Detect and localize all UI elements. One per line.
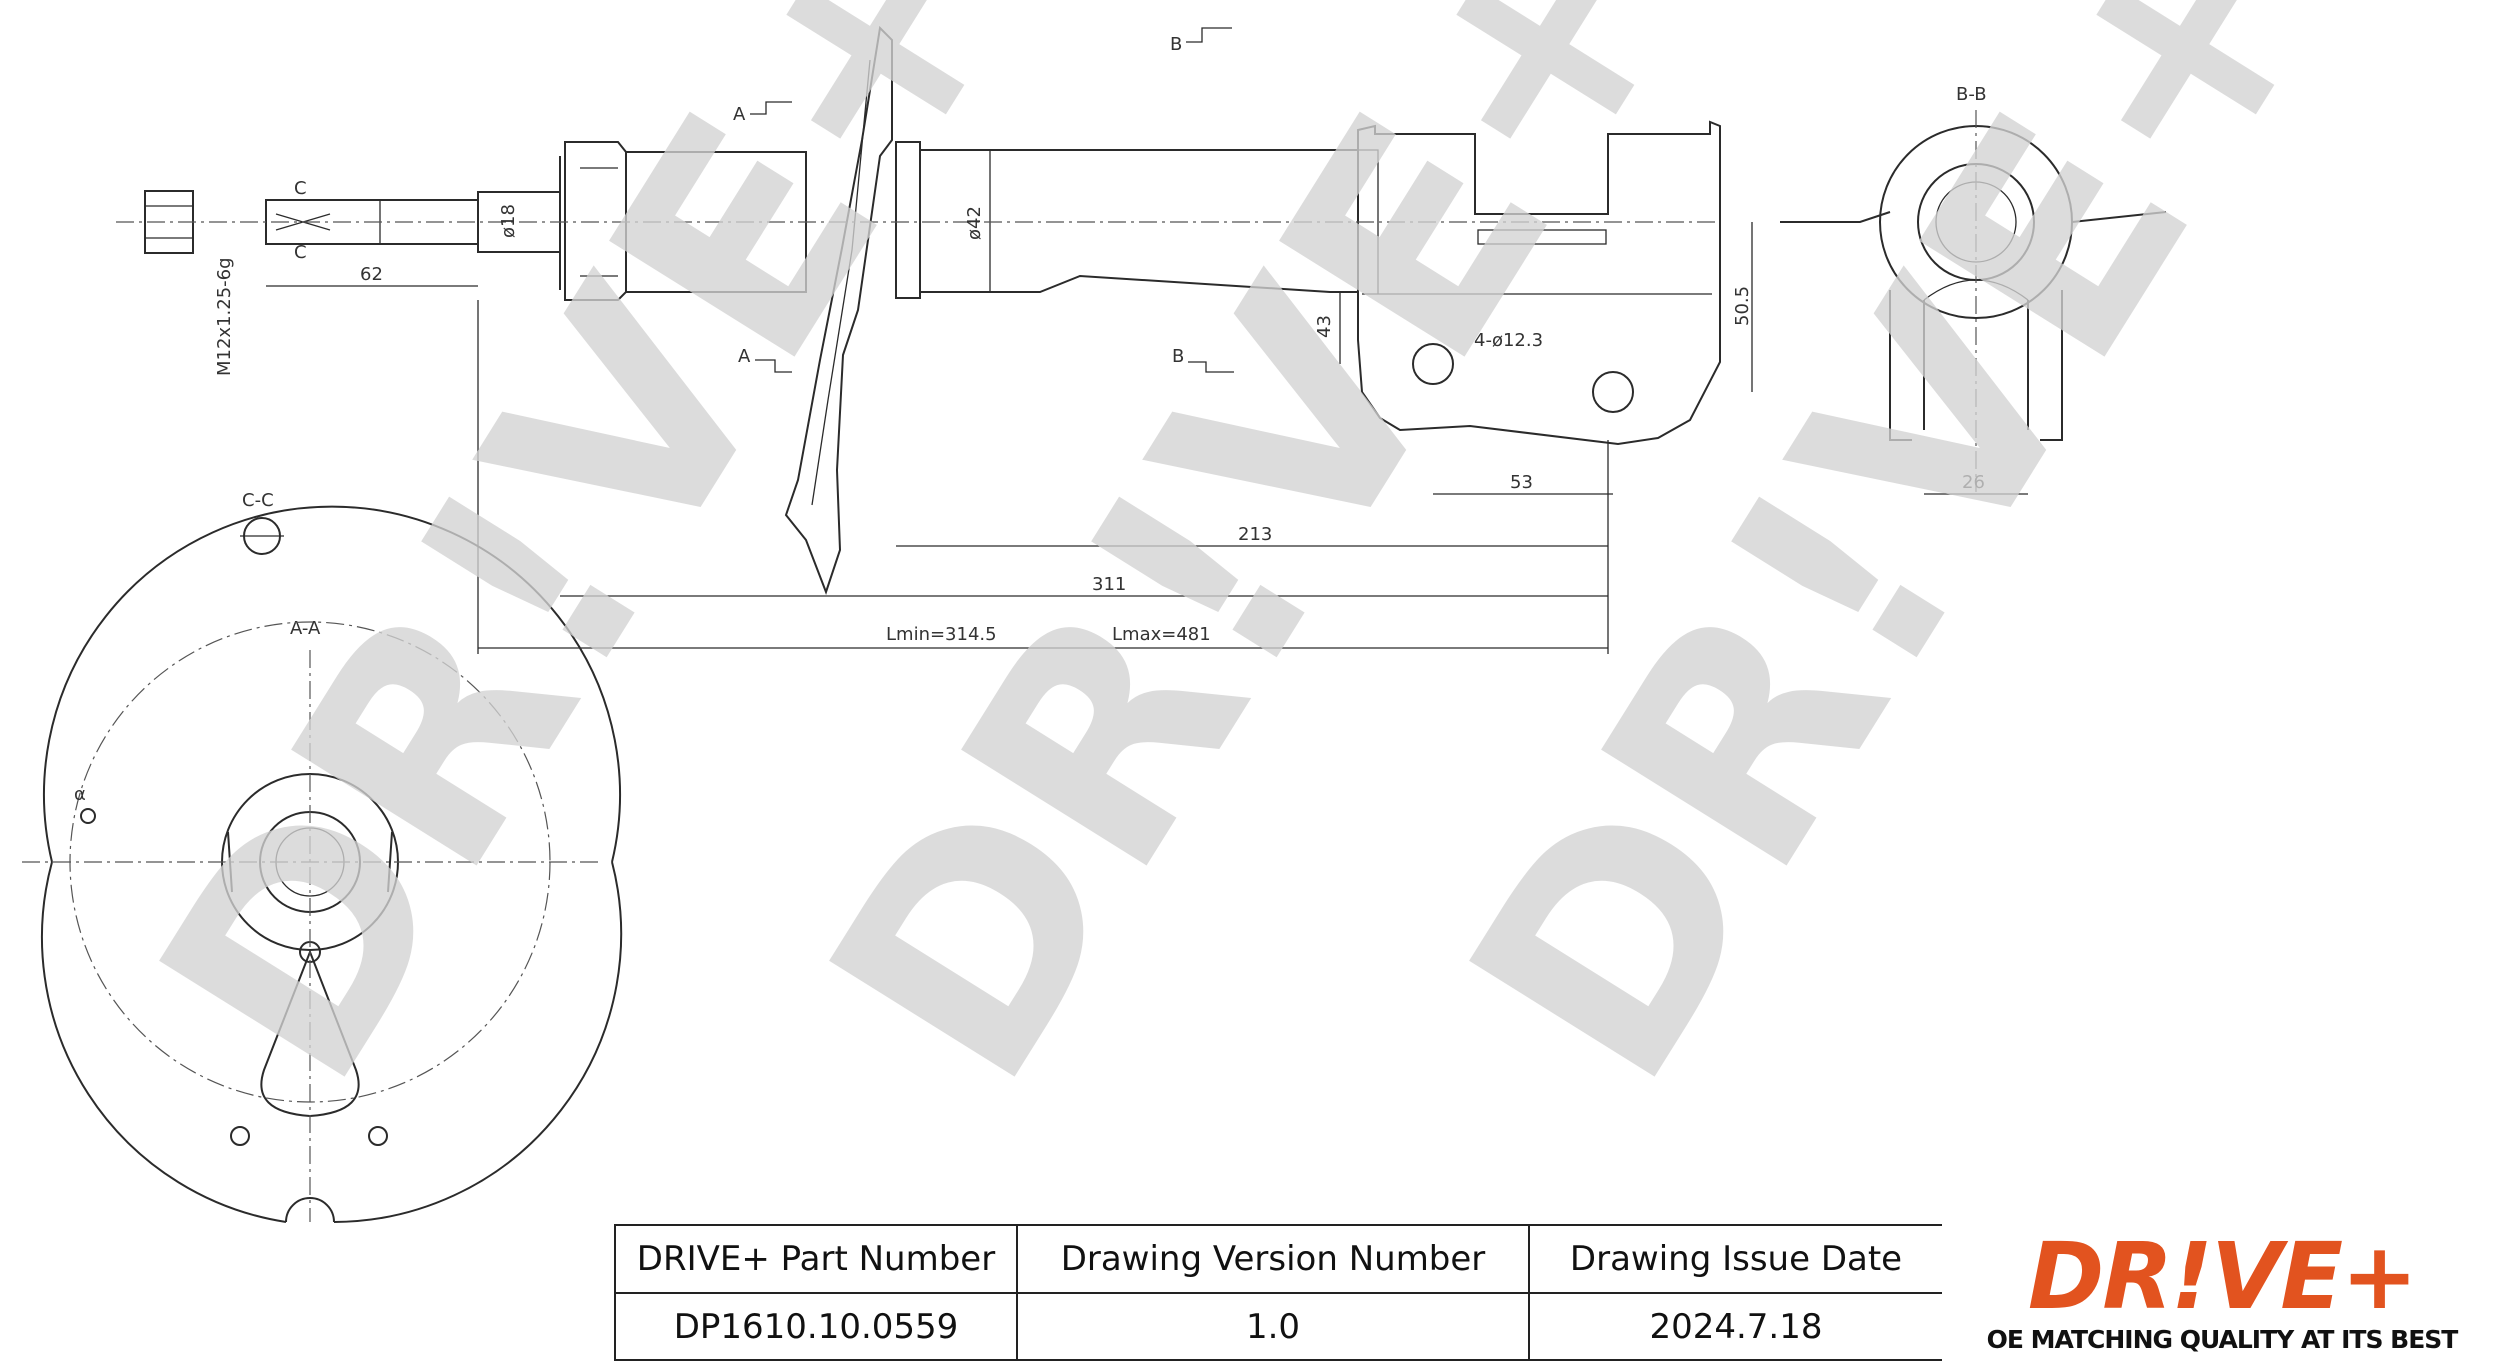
issue-date-value: 2024.7.18 xyxy=(1528,1292,1944,1361)
version-value: 1.0 xyxy=(1016,1292,1530,1361)
knuckle-bracket xyxy=(1357,120,1721,446)
body-diameter-label: ø42 xyxy=(964,206,985,240)
dim-26-label: 26 xyxy=(1962,472,1985,493)
holes-label: 4-ø12.3 xyxy=(1474,330,1543,351)
version-header: Drawing Version Number xyxy=(1016,1224,1530,1294)
section-a-bottom-label: A xyxy=(738,346,751,367)
section-cc-view: C-C xyxy=(240,490,284,555)
part-number-value: DP1610.10.0559 xyxy=(614,1292,1018,1361)
section-bb-label: B-B xyxy=(1956,84,1987,105)
section-cc-label: C-C xyxy=(242,490,274,511)
dim-43-label: 43 xyxy=(1314,315,1335,338)
section-b-top-label: B xyxy=(1170,34,1182,55)
strut-side-view xyxy=(116,25,1721,595)
thread-spec-label: M12x1.25-6g xyxy=(214,257,235,376)
section-bb-view: B-B 26 xyxy=(1780,84,2167,495)
issue-date-header: Drawing Issue Date xyxy=(1528,1224,1944,1294)
section-aa-view: A-A α xyxy=(22,505,623,1223)
watermarks: DR!VE+ DR!VE+ DR!VE+ xyxy=(94,0,2392,1138)
logo-tagline: OE MATCHING QUALITY AT ITS BEST xyxy=(1986,1325,2459,1354)
alpha-marker: α xyxy=(74,784,86,805)
title-block: DRIVE+ Part Number Drawing Version Numbe… xyxy=(614,1224,2500,1361)
dim-50-5-label: 50.5 xyxy=(1732,286,1753,326)
section-c-top-label: C xyxy=(294,178,307,199)
section-markers: A A B B C C xyxy=(294,27,1234,373)
main-view-dimensions: M12x1.25-6g ø18 ø42 62 43 4-ø12.3 50.5 5… xyxy=(214,204,1753,654)
dim-53-label: 53 xyxy=(1510,472,1533,493)
section-a-top-label: A xyxy=(733,104,746,125)
section-aa-label: A-A xyxy=(290,618,321,639)
rod-diameter-label: ø18 xyxy=(498,204,519,238)
part-number-header: DRIVE+ Part Number xyxy=(614,1224,1018,1294)
section-c-bottom-label: C xyxy=(294,242,307,263)
lmin-label: Lmin=314.5 xyxy=(886,624,997,645)
brand-logo: DR!VE+ OE MATCHING QUALITY AT ITS BEST xyxy=(1942,1224,2500,1361)
dim-62-label: 62 xyxy=(360,264,383,285)
dim-213-label: 213 xyxy=(1238,524,1272,545)
section-b-bottom-label: B xyxy=(1172,346,1184,367)
dim-311-label: 311 xyxy=(1092,574,1126,595)
lmax-label: Lmax=481 xyxy=(1112,624,1211,645)
logo-wordmark: DR!VE+ xyxy=(2027,1223,2418,1330)
